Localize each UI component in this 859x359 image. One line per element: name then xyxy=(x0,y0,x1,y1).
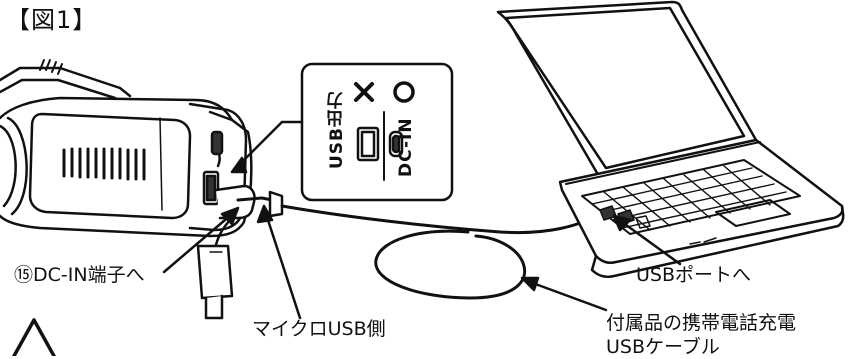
callout-cable: 付属品の携帯電話充電 USBケーブル xyxy=(606,311,796,359)
callout-cable-line1: 付属品の携帯電話充電 xyxy=(606,312,797,334)
callout-dc-in-terminal: ⑮DC-IN端子へ xyxy=(14,264,145,286)
figure-title: 【図1】 xyxy=(6,6,98,34)
warning-triangle-icon xyxy=(12,318,56,356)
inset-dc-in-label: DC-IN xyxy=(396,117,416,177)
port-inset-box xyxy=(230,62,454,202)
callout-usb-port: USBポートへ xyxy=(636,264,752,286)
laptop xyxy=(496,0,845,278)
usb-cable xyxy=(196,184,620,320)
radio-device xyxy=(0,59,253,238)
inset-usb-output-label: USB出力 xyxy=(327,91,347,170)
callout-micro-usb-side: マイクロUSB側 xyxy=(252,318,386,340)
callout-arrows xyxy=(162,204,682,320)
callout-cable-line2: USBケーブル xyxy=(606,336,720,358)
